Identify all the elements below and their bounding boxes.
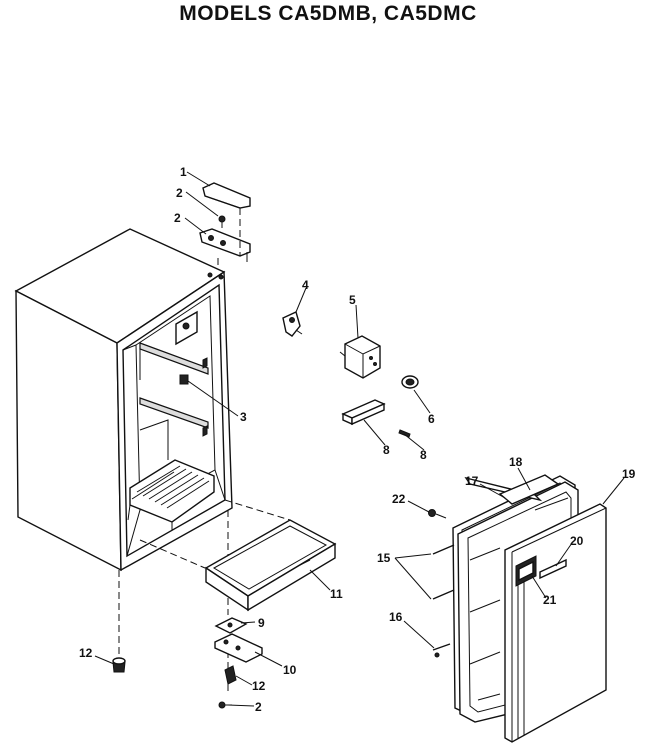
callout-12-right: 12 [252,679,266,693]
door-rod-part [432,544,455,600]
diagram-title: MODELS CA5DMB, CA5DMC [179,2,477,25]
callout-20: 20 [570,534,584,548]
callout-10: 10 [283,663,297,677]
callout-2-hinge: 2 [174,211,181,225]
callout-12-left: 12 [79,646,93,660]
shelf-screw-part [398,429,411,438]
leveling-leg-part [224,665,237,685]
shelf-support-part [341,399,386,426]
callout-3: 3 [240,410,247,424]
callout-2-top: 2 [176,186,183,200]
door-rail-part [432,643,451,658]
nameplate-part [515,555,537,587]
door-screw-part [428,509,447,519]
hinge-cover-part [202,182,251,209]
callout-15: 15 [377,551,391,565]
relay-box-part [339,335,381,379]
callout-4: 4 [302,278,309,292]
callout-19: 19 [622,467,636,481]
thermostat-bracket-part [282,311,303,337]
refrigerator-cabinet [14,228,233,572]
callout-8-support: 8 [383,443,390,457]
hinge-spacer-part [214,617,248,634]
callout-16: 16 [389,610,403,624]
leader-lines [94,171,625,707]
callout-5: 5 [349,293,356,307]
callout-17: 17 [465,474,479,488]
screw-part-top [218,215,226,228]
callout-2-bottom: 2 [255,700,262,714]
bottom-hinge-part [214,633,263,663]
thermostat-knob-part [179,374,189,385]
callout-22: 22 [392,492,406,506]
callout-1: 1 [180,165,187,179]
freezer-door-part [498,474,560,505]
callout-8-screw: 8 [420,448,427,462]
top-hinge-part [199,228,251,262]
callout-11: 11 [330,587,343,601]
callout-21: 21 [543,593,557,607]
callout-6: 6 [428,412,435,426]
callout-18: 18 [509,455,523,469]
control-knob-part [401,375,419,389]
leveling-leg-left-part [112,657,126,673]
drip-tray-part [204,519,337,612]
callout-9: 9 [258,616,265,630]
